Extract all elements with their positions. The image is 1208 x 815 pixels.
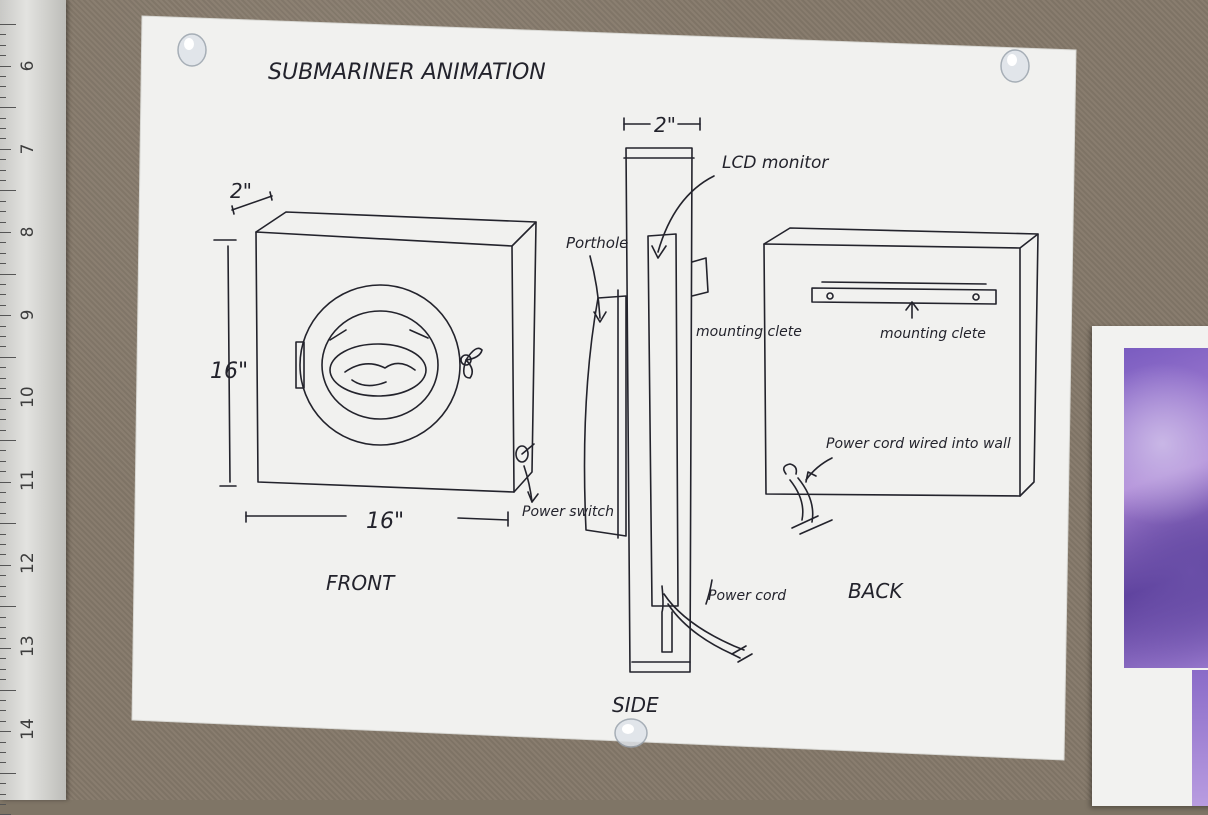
photo-image — [1124, 348, 1208, 668]
ruler-tick — [0, 450, 6, 451]
ruler-tick — [0, 544, 6, 545]
ruler-tick — [0, 346, 6, 347]
ruler-tick — [0, 55, 6, 56]
ruler-tick — [0, 201, 6, 202]
ruler-tick — [0, 97, 6, 98]
ruler-tick — [0, 419, 6, 420]
ruler-number: 12 — [18, 552, 38, 574]
ruler-number: 10 — [18, 386, 38, 408]
ruler-tick — [0, 461, 6, 462]
ruler-tick — [0, 679, 6, 680]
ruler-number: 14 — [18, 718, 38, 740]
ruler-tick — [0, 378, 6, 379]
ruler-number: 11 — [18, 469, 38, 491]
ruler-tick — [0, 804, 6, 805]
ruler-tick — [0, 752, 6, 753]
ruler-tick — [0, 762, 6, 763]
ruler-number: 7 — [18, 143, 38, 155]
ruler-tick — [0, 742, 6, 743]
ruler-tick — [0, 773, 16, 774]
ruler-tick — [0, 305, 6, 306]
ruler-tick — [0, 34, 6, 35]
ruler-tick — [0, 586, 6, 587]
ruler-tick — [0, 482, 11, 483]
ruler-tick — [0, 315, 11, 316]
ruler-tick — [0, 118, 6, 119]
ruler-number: 6 — [18, 60, 38, 72]
ruler-tick — [0, 263, 6, 264]
ruler-tick — [0, 388, 6, 389]
ruler-tick — [0, 554, 6, 555]
ruler-tick — [0, 440, 16, 441]
ruler-tick — [0, 534, 6, 535]
ruler: 6 7 8 9 10 11 12 13 14 — [0, 0, 66, 815]
ruler-tick — [0, 596, 6, 597]
ruler-tick — [0, 430, 6, 431]
ruler-tick — [0, 211, 6, 212]
ruler-tick — [0, 138, 6, 139]
ruler-tick — [0, 107, 16, 108]
ruler-tick — [0, 222, 6, 223]
ruler-tick — [0, 149, 11, 150]
ruler-tick — [0, 336, 6, 337]
ruler-number: 8 — [18, 226, 38, 238]
ruler-tick — [0, 398, 11, 399]
ruler-tick — [0, 409, 6, 410]
ruler-tick — [0, 367, 6, 368]
ruler-tick — [0, 513, 6, 514]
ruler-tick — [0, 492, 6, 493]
ruler-tick — [0, 357, 16, 358]
ruler-tick — [0, 606, 16, 607]
ruler-tick — [0, 190, 16, 191]
ruler-tick — [0, 575, 6, 576]
ruler-tick — [0, 794, 6, 795]
ruler-tick — [0, 783, 6, 784]
ruler-tick — [0, 326, 6, 327]
ruler-tick — [0, 294, 6, 295]
ruler-tick — [0, 76, 6, 77]
ruler-tick — [0, 159, 6, 160]
ruler-number: 13 — [18, 635, 38, 657]
ruler-tick — [0, 471, 6, 472]
ruler-tick — [0, 24, 16, 25]
ruler-number: 9 — [18, 309, 38, 321]
ruler-tick — [0, 86, 6, 87]
ruler-tick — [0, 274, 16, 275]
ruler-tick — [0, 638, 6, 639]
photo-image-strip — [1192, 670, 1208, 806]
ruler-tick — [0, 710, 6, 711]
ruler-tick — [0, 242, 6, 243]
ruler-tick — [0, 648, 11, 649]
ruler-tick — [0, 721, 6, 722]
ruler-tick — [0, 565, 11, 566]
ruler-tick — [0, 45, 6, 46]
ruler-tick — [0, 170, 6, 171]
ruler-tick — [0, 180, 6, 181]
ruler-tick — [0, 658, 6, 659]
ruler-tick — [0, 669, 6, 670]
ruler-tick — [0, 690, 16, 691]
ruler-tick — [0, 731, 11, 732]
ruler-tick — [0, 502, 6, 503]
side-photo — [1092, 326, 1208, 806]
ruler-tick — [0, 617, 6, 618]
ruler-tick — [0, 700, 6, 701]
ruler-tick — [0, 66, 11, 67]
ruler-tick — [0, 128, 6, 129]
ruler-tick — [0, 523, 16, 524]
ruler-tick — [0, 253, 6, 254]
ruler-tick — [0, 284, 6, 285]
ruler-tick — [0, 232, 11, 233]
ruler-tick — [0, 627, 6, 628]
